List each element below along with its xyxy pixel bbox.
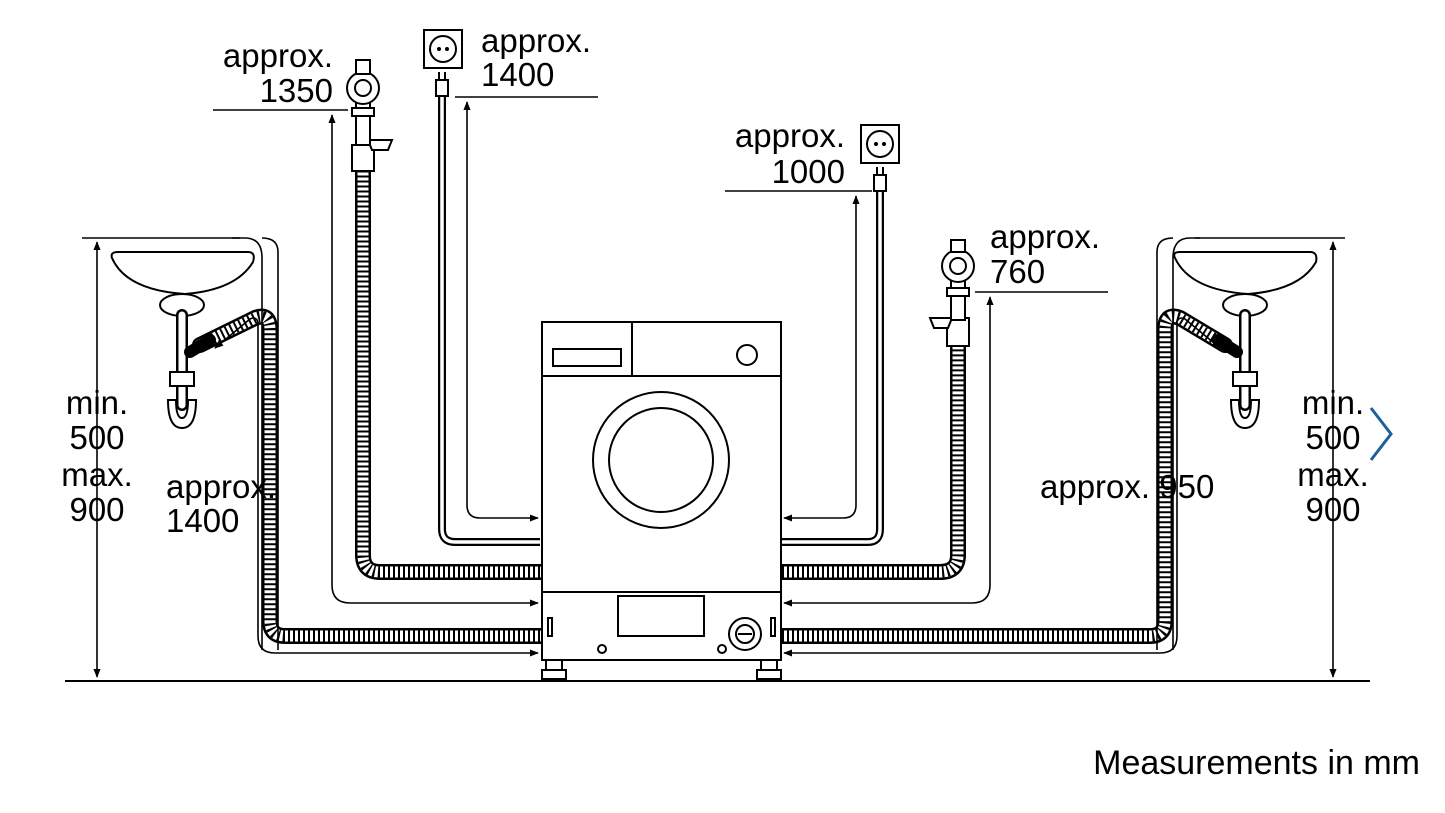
foot-right	[760, 659, 778, 671]
water-tap-left-icon	[346, 59, 394, 172]
label-socket-left-1: approx.	[481, 22, 591, 59]
label-socket-right-2: 1000	[772, 153, 845, 190]
label-sink-left-1: min.	[66, 384, 128, 421]
label-socket-left-2: 1400	[481, 56, 554, 93]
label-sink-right-4: 900	[1305, 491, 1360, 528]
sink-left	[110, 251, 255, 430]
label-socket-right-1: approx.	[735, 117, 845, 154]
label-hose-left-2: 1400	[166, 502, 239, 539]
inlet-hose-left	[355, 137, 548, 580]
dim-arrow-hose-right	[783, 317, 1221, 657]
washing-machine	[541, 321, 782, 680]
label-hose-left-1: approx.	[166, 468, 276, 505]
chevron-right-icon[interactable]	[1362, 400, 1396, 468]
label-sink-right-3: max.	[1297, 456, 1369, 493]
dim-arrow-hose-left	[214, 317, 539, 657]
sink-right	[1173, 251, 1318, 430]
label-tap-right-1: approx.	[990, 218, 1100, 255]
label-sink-left-4: 900	[69, 491, 124, 528]
label-tap-left-2: 1350	[260, 72, 333, 109]
power-socket-left-icon	[423, 29, 463, 97]
label-tap-right-2: 760	[990, 253, 1045, 290]
label-sink-left-3: max.	[61, 456, 133, 493]
drain-hose-left-hook	[232, 237, 263, 650]
label-hose-right: approx. 950	[1040, 468, 1214, 505]
detergent-drawer	[552, 348, 622, 367]
inlet-hose-right	[774, 317, 966, 580]
drain-hose-left-hook-inner	[261, 237, 279, 650]
power-cable-left	[438, 95, 540, 546]
dim-arrow-socket-right	[783, 195, 860, 522]
foot-left	[545, 659, 563, 671]
drain-hose-right-hook-inner	[1156, 237, 1174, 650]
label-sink-right-1: min.	[1302, 384, 1364, 421]
measurements-note: Measurements in mm	[1093, 744, 1420, 782]
power-cable-right	[782, 190, 884, 546]
label-tap-left-1: approx.	[223, 37, 333, 74]
power-socket-right-icon	[860, 124, 900, 192]
dim-arrow-socket-left	[463, 101, 539, 522]
label-sink-left-2: 500	[69, 419, 124, 456]
water-tap-right-icon	[928, 239, 975, 347]
service-flap	[617, 595, 705, 637]
drain-hose-right-hook	[1172, 237, 1200, 650]
program-knob	[736, 344, 758, 366]
label-sink-right-2: 500	[1305, 419, 1360, 456]
door-glass	[608, 407, 714, 513]
